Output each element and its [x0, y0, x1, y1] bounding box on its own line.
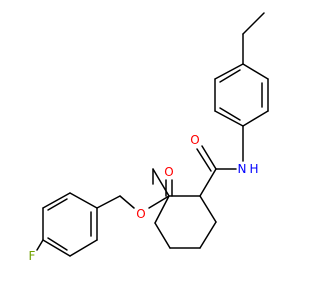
bond-chx-2 [154, 195, 170, 224]
bond-ring2-inner-3 [47, 198, 68, 211]
atom-h-amide: H [249, 162, 258, 176]
atom-o-amide: O [190, 133, 199, 147]
atom-o-ester-carbonyl: O [164, 165, 173, 179]
atom-o-ester-link: O [136, 207, 145, 221]
atom-f: F [29, 249, 36, 263]
bond-ring1-a [242, 63, 269, 80]
bond-ring2-f [69, 192, 98, 209]
bond-ring2-f-atom [36, 239, 44, 251]
bond-ester-c-o [148, 195, 170, 209]
bond-ring1-d [214, 110, 244, 127]
bond-ring2-c [42, 239, 71, 257]
bond-chx-3 [154, 222, 171, 249]
bond-ch2-ring [96, 195, 121, 209]
bond-amide-co-2 [196, 148, 212, 172]
bond-ring2-b [69, 239, 98, 257]
bond-ring1-inner-3 [219, 69, 241, 83]
molecule-structure: O O O N H F [29, 12, 269, 263]
bond-ethyl-ch3 [242, 12, 265, 35]
bond-carbonyl-cyclohexane [199, 168, 217, 197]
bond-ring1-inner-2 [219, 107, 241, 121]
bonds [36, 12, 269, 257]
bond-ring1-f [214, 63, 244, 80]
bond-chx-5 [199, 221, 217, 249]
bond-amide-co-1 [201, 145, 217, 170]
atom-n-amide: N [238, 162, 247, 176]
bond-chx-6 [199, 195, 217, 223]
bond-ring2-inner-2 [47, 237, 68, 251]
atom-labels: O O O N H F [29, 133, 259, 263]
bond-ring2-e [42, 192, 71, 209]
bond-ring1-c [242, 110, 269, 127]
bond-o-ch2 [119, 195, 135, 209]
